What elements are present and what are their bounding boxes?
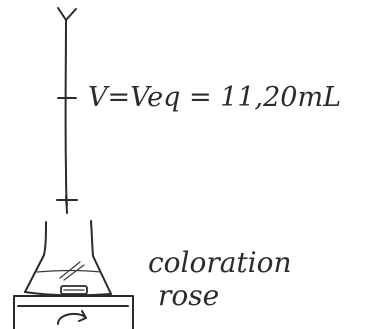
solution-level [36, 269, 102, 273]
annotation-line-2: rose [158, 279, 219, 312]
stir-bar [60, 285, 88, 295]
erlenmeyer-flask [24, 220, 112, 297]
rotation-arrow-icon [57, 310, 87, 325]
burette [56, 7, 78, 214]
magnetic-stirrer [13, 295, 134, 329]
annotation-line-1: coloration [148, 246, 292, 279]
volume-label: V=Veq = 11,20mL [88, 82, 341, 113]
